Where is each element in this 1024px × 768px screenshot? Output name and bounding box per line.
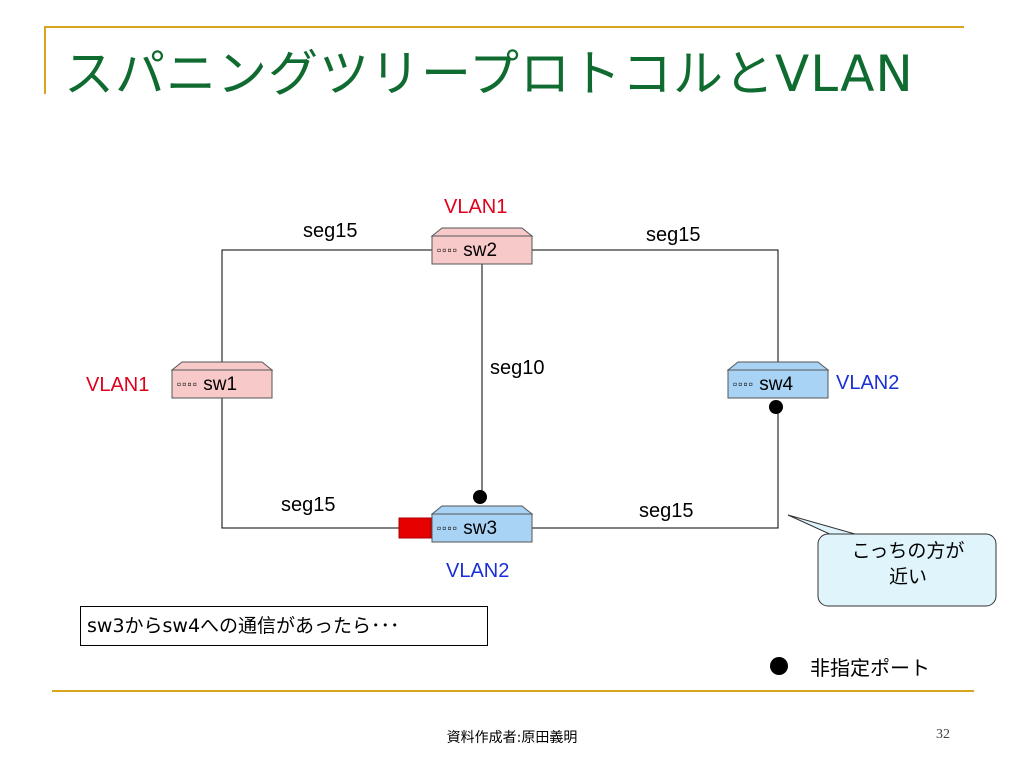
- segment-label-middle: seg10: [490, 357, 545, 379]
- vlan-label-sw3: VLAN2: [446, 560, 510, 582]
- switch-sw4: [726, 361, 830, 399]
- link-sw2-sw4: [530, 249, 779, 362]
- vlan-label-sw2: VLAN1: [444, 196, 508, 218]
- callout-text: こっちの方が 近い: [851, 540, 965, 588]
- port-glyph: ▫▫▫▫: [177, 377, 199, 391]
- segment-label-bottom-left: seg15: [281, 494, 336, 516]
- switch-sw2: [430, 227, 534, 265]
- vlan-label-sw1: VLAN1: [86, 374, 150, 396]
- switch-sw1: [170, 361, 274, 399]
- vlan-label-sw4: VLAN2: [836, 372, 900, 394]
- port-glyph: ▫▫▫▫: [437, 243, 459, 257]
- link-sw1-sw3: [221, 398, 402, 529]
- title-rule-top: [44, 26, 964, 28]
- legend-label: 非指定ポート: [810, 656, 930, 680]
- page-number: 32: [936, 727, 950, 742]
- switch-label-sw3: ▫▫▫▫ sw3: [437, 518, 498, 539]
- callout-bubble: [817, 533, 997, 607]
- link-sw3-sw4: [530, 408, 779, 529]
- segment-label-bottom-right: seg15: [639, 500, 694, 522]
- port-glyph: ▫▫▫▫: [437, 521, 459, 535]
- port-glyph: ▫▫▫▫: [733, 377, 755, 391]
- switch-label-sw4: ▫▫▫▫ sw4: [733, 374, 794, 395]
- title-rule-left: [44, 26, 46, 94]
- note-box: sw3からsw4への通信があったら･･･: [80, 606, 488, 646]
- non-designated-port-dot-sw4: [769, 400, 783, 414]
- link-sw1-sw2: [221, 249, 432, 372]
- page-title: スパニングツリープロトコルとVLAN: [64, 45, 914, 103]
- switch-label-sw2: ▫▫▫▫ sw2: [437, 240, 498, 261]
- footer-author: 資料作成者:原田義明: [446, 730, 578, 746]
- switch-label-sw1: ▫▫▫▫ sw1: [177, 374, 238, 395]
- legend-dot-icon: [770, 657, 788, 675]
- segment-label-top-right: seg15: [646, 224, 701, 246]
- footer-rule: [52, 690, 974, 692]
- non-designated-port-dot-sw3: [473, 490, 487, 504]
- blocked-port-marker: [398, 517, 432, 539]
- callout-pointer: [787, 514, 863, 537]
- switch-sw3: [430, 505, 534, 543]
- segment-label-top-left: seg15: [303, 220, 358, 242]
